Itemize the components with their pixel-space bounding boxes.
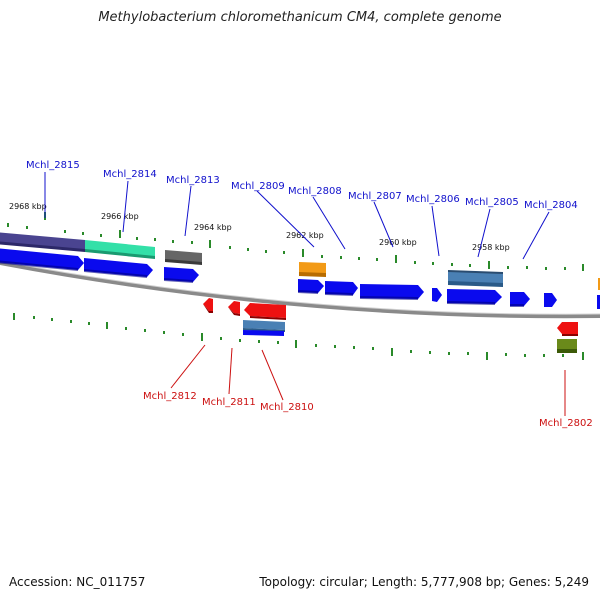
scale-label: 2958 kbp bbox=[472, 243, 510, 252]
gene-label-forward: Mchl_2805 bbox=[465, 197, 519, 208]
gene-label-forward: Mchl_2813 bbox=[166, 175, 220, 186]
gene-label-forward: Mchl_2804 bbox=[524, 200, 578, 211]
forward-gene-arrow bbox=[298, 279, 324, 293]
scale-label: 2962 kbp bbox=[286, 231, 324, 240]
gene-label-forward: Mchl_2814 bbox=[103, 169, 157, 180]
gene-bar-orange bbox=[299, 262, 326, 274]
scale-label: 2960 kbp bbox=[379, 238, 417, 247]
gene-label-reverse: Mchl_2812 bbox=[143, 391, 197, 402]
reverse-callouts bbox=[170, 344, 566, 416]
forward-gene-arrow bbox=[432, 288, 442, 302]
forward-gene-arrow bbox=[0, 248, 84, 270]
forward-gene-arrow bbox=[597, 295, 600, 309]
reverse-gene-arrow bbox=[203, 298, 213, 311]
forward-gene-arrow bbox=[544, 293, 557, 307]
scale-label: 2968 kbp bbox=[9, 202, 47, 211]
forward-gene-arrow bbox=[360, 284, 424, 299]
scale-label: 2966 kbp bbox=[101, 212, 139, 221]
gene-bar-purple bbox=[0, 232, 85, 251]
genome-summary-text: Topology: circular; Length: 5,777,908 bp… bbox=[259, 575, 589, 589]
gene-label-reverse: Mchl_2810 bbox=[260, 402, 314, 413]
gene-label-forward: Mchl_2808 bbox=[288, 186, 342, 197]
reverse-gene-arrow bbox=[244, 303, 286, 318]
scale-ticks-reverse bbox=[13, 313, 584, 360]
forward-cog-track bbox=[0, 232, 600, 290]
gene-bar-olive bbox=[557, 339, 577, 349]
gene-bar-steelblue-rev bbox=[243, 320, 285, 330]
gene-bar-steelblue bbox=[448, 271, 503, 284]
gene-label-forward: Mchl_2815 bbox=[26, 160, 80, 171]
gene-bar-teal bbox=[85, 240, 155, 257]
forward-callouts bbox=[44, 172, 550, 260]
scale-ticks-forward bbox=[7, 212, 584, 271]
gene-label-reverse: Mchl_2802 bbox=[539, 418, 593, 429]
scale-label: 2964 kbp bbox=[194, 223, 232, 232]
gene-label-reverse: Mchl_2811 bbox=[202, 397, 256, 408]
genome-backbone-highlight bbox=[0, 260, 600, 315]
reverse-gene-arrow bbox=[228, 301, 240, 314]
forward-gene-arrow bbox=[164, 267, 199, 282]
genome-title: Methylobacterium chloromethanicum CM4, c… bbox=[98, 10, 502, 25]
accession-text: Accession: NC_011757 bbox=[9, 575, 146, 589]
gene-label-forward: Mchl_2807 bbox=[348, 191, 402, 202]
forward-gene-arrow bbox=[325, 281, 358, 295]
genome-backbone bbox=[0, 260, 600, 319]
forward-gene-arrow bbox=[510, 292, 530, 306]
gene-bar-blue-rev bbox=[243, 330, 284, 336]
forward-gene-track bbox=[0, 248, 600, 309]
reverse-gene-arrow bbox=[557, 322, 578, 334]
reverse-gene-track bbox=[203, 298, 578, 334]
gene-label-forward: Mchl_2809 bbox=[231, 181, 285, 192]
reverse-cog-track bbox=[243, 320, 577, 353]
gene-label-forward: Mchl_2806 bbox=[406, 194, 460, 205]
forward-gene-arrow bbox=[447, 289, 502, 304]
